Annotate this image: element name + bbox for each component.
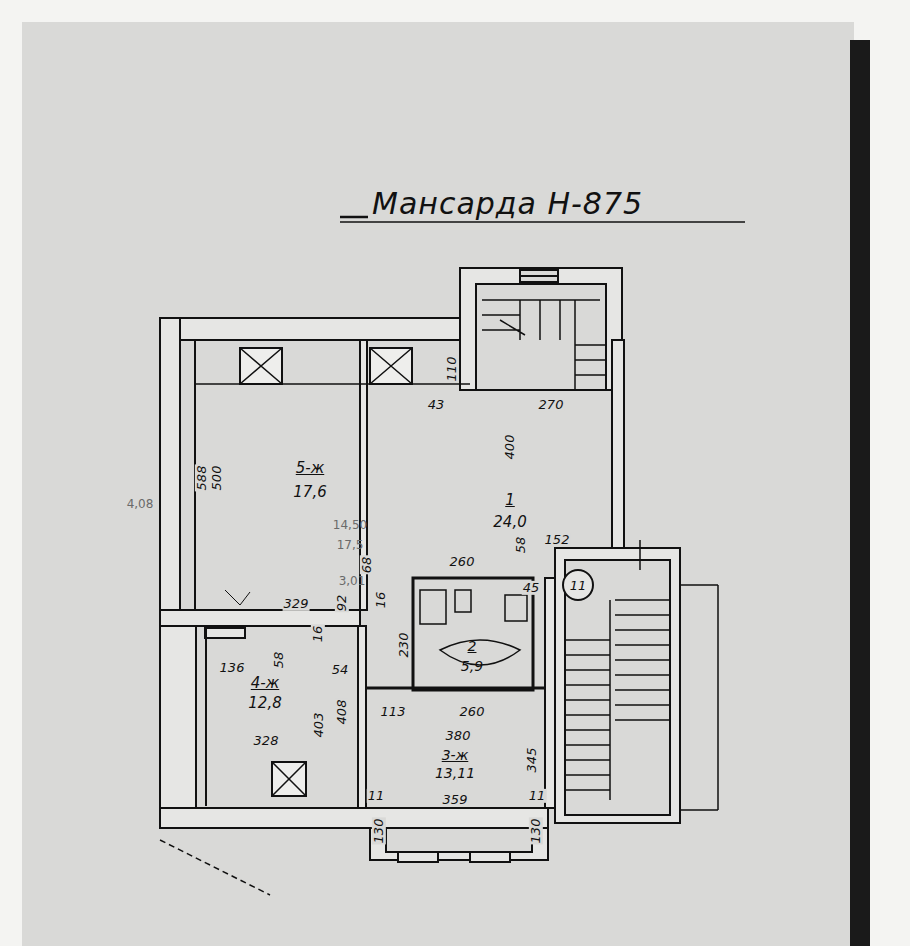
dimension: 588: [195, 465, 209, 492]
dimension: 130: [529, 818, 543, 845]
room-area: 13,11: [435, 765, 475, 781]
dimension: 113: [380, 705, 407, 719]
dimension: 260: [449, 555, 476, 569]
dimension: 11: [367, 789, 386, 803]
room-area: 24,0: [493, 513, 526, 531]
dimension: 92: [335, 594, 349, 613]
dimension: 130: [372, 818, 386, 845]
dimension: 58: [272, 651, 286, 670]
dimension: 403: [312, 712, 326, 739]
dimension: 329: [283, 597, 310, 611]
room-area: 5,9: [461, 658, 483, 674]
room-area: 12,8: [248, 694, 281, 712]
pencil-note: 3,01: [338, 575, 367, 588]
sheet-edge: [850, 40, 870, 946]
room: 124,0: [368, 392, 611, 548]
dimension: 11: [528, 789, 547, 803]
callout-circle: 11: [562, 569, 594, 601]
room-number: 4-ж: [251, 674, 279, 692]
dimension: 359: [442, 793, 469, 807]
dimension: 16: [374, 591, 388, 610]
room-number: 1: [505, 491, 515, 509]
dimension: 230: [397, 632, 411, 659]
room: 5-ж 17,6: [197, 386, 359, 608]
dimension: 54: [331, 663, 350, 677]
dimension: 58: [514, 536, 528, 555]
pencil-note: 4,08: [126, 498, 155, 511]
dimension: 43: [427, 398, 446, 412]
room-number: 3-ж: [442, 747, 469, 763]
dimension: 345: [525, 747, 539, 774]
room-number: 11: [570, 578, 587, 593]
dimension: 152: [544, 533, 571, 547]
plan-title: Мансарда Н-875: [372, 186, 643, 221]
dimension: 260: [459, 705, 486, 719]
dimension: 270: [538, 398, 565, 412]
dimension: 328: [253, 734, 280, 748]
pencil-note: 14,50: [332, 519, 368, 532]
dimension: 16: [311, 625, 325, 644]
dimension: 45: [522, 581, 541, 595]
dimension: 110: [445, 356, 459, 383]
room-area: 17,6: [293, 483, 326, 501]
dimension: 400: [503, 434, 517, 461]
room: 25,9: [416, 581, 530, 687]
dimension: 68: [360, 556, 374, 575]
dimension: 408: [335, 699, 349, 726]
room-number: 5-ж: [296, 459, 324, 477]
dimension: 380: [445, 729, 472, 743]
room-number: 2: [468, 638, 477, 654]
dimension: 500: [210, 465, 224, 492]
dimension: 136: [219, 661, 246, 675]
pencil-note: 17,5: [336, 539, 365, 552]
